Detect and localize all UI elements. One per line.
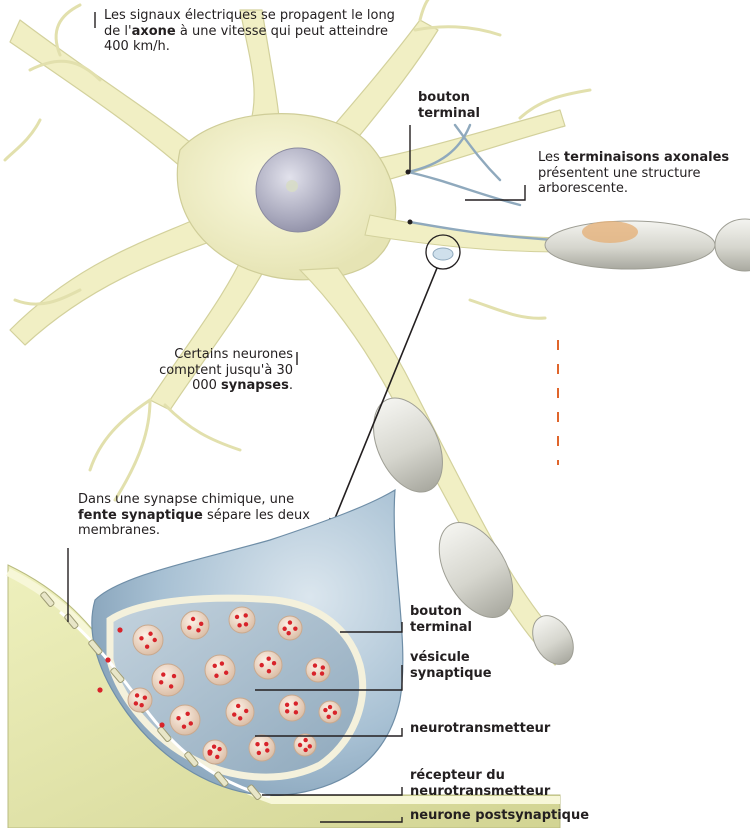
label-neurone-postsynaptique: neurone postsynaptique: [410, 808, 589, 824]
neurotransmitter-dot: [303, 748, 307, 752]
neurotransmitter-dot: [285, 709, 289, 713]
neurotransmitter-dot: [298, 743, 302, 747]
label-neurotransmetteur: neurotransmetteur: [410, 721, 550, 737]
neurotransmitter-dot: [288, 620, 292, 624]
neurotransmitter-dot: [145, 644, 149, 648]
annotation-synapses-count: Certains neurones comptent jusqu'à 30 00…: [148, 347, 293, 394]
neurotransmitter-dot: [264, 742, 268, 746]
neurotransmitter-dot: [265, 748, 269, 752]
neurotransmitter-dot: [286, 631, 290, 635]
neurotransmitter-dot: [191, 617, 195, 621]
vesicle: [306, 658, 330, 682]
vesicle: [229, 607, 255, 633]
neurotransmitter-dot: [333, 710, 337, 714]
neurotransmitter-dot: [153, 638, 157, 642]
neurotransmitter-dot: [323, 708, 327, 712]
neurotransmitter-dot: [135, 693, 139, 697]
neurotransmitter-dot: [255, 742, 259, 746]
neurotransmitter-dot: [282, 627, 286, 631]
label-bouton-terminal: bouton terminal: [410, 604, 472, 635]
neurotransmitter-dot: [238, 716, 242, 720]
vesicle: [203, 740, 227, 764]
neurotransmitter-dot: [244, 709, 248, 713]
neurotransmitter-dot: [105, 657, 110, 662]
neurotransmitter-dot: [320, 671, 324, 675]
neurotransmitter-dot: [267, 669, 271, 673]
vesicle: [170, 705, 200, 735]
neurotransmitter-dot: [220, 661, 224, 665]
neurotransmitter-dot: [235, 615, 239, 619]
annotation-fente-synaptique: Dans une synapse chimique, une fente syn…: [78, 492, 318, 539]
neurotransmitter-dot: [244, 622, 248, 626]
vesicle: [254, 651, 282, 679]
neurotransmitter-dot: [182, 724, 186, 728]
neurotransmitter-dot: [215, 755, 219, 759]
vesicle: [249, 735, 275, 761]
neurotransmitter-dot: [236, 704, 240, 708]
vesicle: [181, 611, 209, 639]
neurotransmitter-dot: [294, 701, 298, 705]
vesicle: [319, 701, 341, 723]
neurotransmitter-dot: [161, 672, 165, 676]
vesicle: [279, 695, 305, 721]
neurotransmitter-dot: [169, 684, 173, 688]
vesicle: [133, 625, 163, 655]
neurotransmitter-dot: [159, 680, 163, 684]
label-vesicule-synaptique: vésicule synaptique: [410, 650, 492, 681]
neurotransmitter-dot: [328, 705, 332, 709]
neurotransmitter-dot: [326, 715, 330, 719]
neurotransmitter-dot: [207, 749, 212, 754]
vesicle: [294, 734, 316, 756]
neurotransmitter-dot: [212, 744, 216, 748]
annotation-terminaisons: Les terminaisons axonales présentent une…: [538, 150, 738, 197]
neurotransmitter-dot: [117, 627, 122, 632]
vesicle: [152, 664, 184, 696]
neurotransmitter-dot: [244, 613, 248, 617]
neurotransmitter-dot: [189, 721, 193, 725]
neurotransmitter-dot: [148, 632, 152, 636]
vesicle: [205, 655, 235, 685]
neurotransmitter-dot: [308, 744, 312, 748]
neurotransmitter-dot: [312, 671, 316, 675]
neurotransmitter-dot: [257, 751, 261, 755]
neurotransmitter-dot: [293, 626, 297, 630]
vesicle: [278, 616, 302, 640]
neurotransmitter-dot: [321, 665, 325, 669]
neurotransmitter-dot: [272, 661, 276, 665]
neurotransmitter-dot: [97, 687, 102, 692]
neurotransmitter-dot: [172, 674, 176, 678]
neurotransmitter-dot: [237, 623, 241, 627]
neurotransmitter-dot: [260, 663, 264, 667]
neurotransmitter-dot: [313, 663, 317, 667]
neurotransmitter-dot: [285, 703, 289, 707]
neurotransmitter-dot: [294, 710, 298, 714]
label-recepteur: récepteur du neurotransmetteur: [410, 768, 550, 799]
neurotransmitter-dot: [143, 695, 147, 699]
neurotransmitter-dot: [139, 636, 143, 640]
neurotransmitter-dot: [217, 747, 221, 751]
neurotransmitter-dot: [159, 722, 164, 727]
neurotransmitter-dot: [266, 657, 270, 661]
vesicle: [226, 698, 254, 726]
neurotransmitter-dot: [196, 628, 200, 632]
neurotransmitter-dot: [176, 716, 180, 720]
neurotransmitter-dot: [199, 622, 203, 626]
annotation-bouton-terminal-top: bouton terminal: [418, 90, 480, 121]
neurotransmitter-dot: [232, 712, 236, 716]
vesicle: [128, 688, 152, 712]
neurotransmitter-dot: [224, 671, 228, 675]
neurotransmitter-dot: [187, 625, 191, 629]
nucleus: [256, 148, 340, 232]
neurotransmitter-dot: [214, 674, 218, 678]
neurotransmitter-dot: [134, 701, 138, 705]
neurotransmitter-dot: [139, 703, 143, 707]
neurotransmitter-dot: [303, 738, 307, 742]
neurotransmitter-dot: [185, 712, 189, 716]
neurotransmitter-dot: [213, 664, 217, 668]
annotation-axon-speed: Les signaux électriques se propagent le …: [104, 8, 404, 55]
